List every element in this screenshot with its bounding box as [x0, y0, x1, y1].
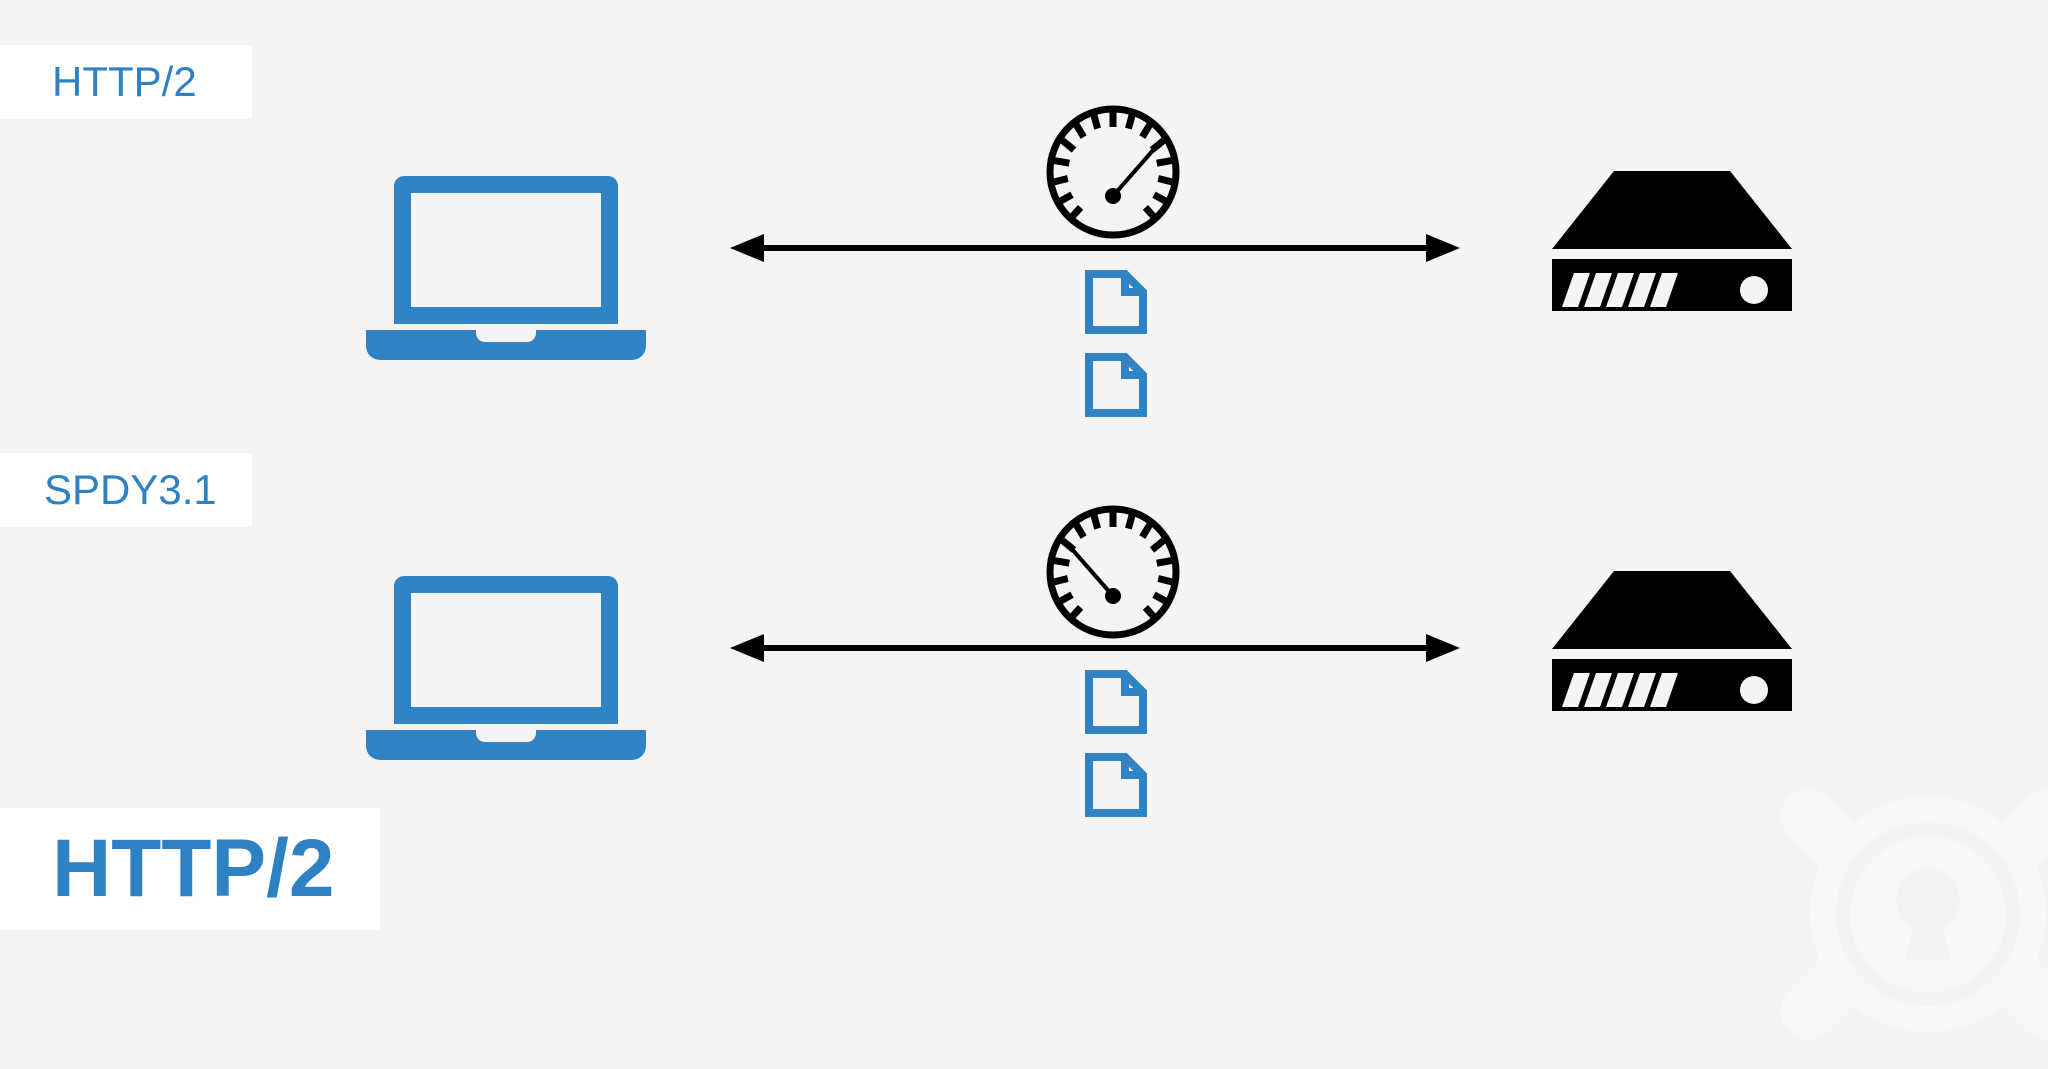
protocol-label-text: HTTP/2: [52, 58, 197, 105]
arrow-head-right: [1426, 234, 1460, 262]
laptop-notch: [476, 328, 536, 342]
laptop-icon: [366, 176, 646, 366]
double-arrow-icon: [730, 228, 1460, 268]
document-icon: [1085, 670, 1147, 734]
server-vents: [1562, 673, 1678, 707]
gauge-icon: [1038, 500, 1188, 640]
protocol-label-http2: HTTP/2: [0, 45, 252, 119]
page-title-text: HTTP/2: [52, 823, 335, 914]
gauge-icon: [1038, 100, 1188, 240]
diagram-canvas: HTTP/2 SPDY3.1 HTTP/2: [0, 0, 2048, 930]
arrow-shaft: [756, 645, 1434, 651]
server-icon: [1552, 571, 1792, 721]
protocol-label-spdy: SPDY3.1: [0, 453, 252, 527]
double-arrow-icon: [730, 628, 1460, 668]
arrow-shaft: [756, 245, 1434, 251]
arrow-head-right: [1426, 634, 1460, 662]
keyhole-lock-icon: [1778, 764, 2048, 1064]
protocol-row-spdy: [0, 400, 2048, 817]
protocol-label-text: SPDY3.1: [44, 466, 217, 513]
laptop-screen: [394, 576, 618, 724]
server-led: [1740, 676, 1768, 704]
laptop-screen: [394, 176, 618, 324]
server-led: [1740, 276, 1768, 304]
laptop-icon: [366, 576, 646, 766]
gauge-needle: [1069, 546, 1121, 604]
document-icon: [1085, 270, 1147, 334]
server-top: [1552, 171, 1792, 249]
laptop-notch: [476, 728, 536, 742]
document-icon: [1085, 753, 1147, 817]
document-icon: [1085, 353, 1147, 417]
server-top: [1552, 571, 1792, 649]
server-vents: [1562, 273, 1678, 307]
page-title: HTTP/2: [0, 808, 380, 930]
protocol-row-http2: [0, 0, 2048, 417]
server-icon: [1552, 171, 1792, 321]
gauge-needle: [1105, 146, 1157, 204]
